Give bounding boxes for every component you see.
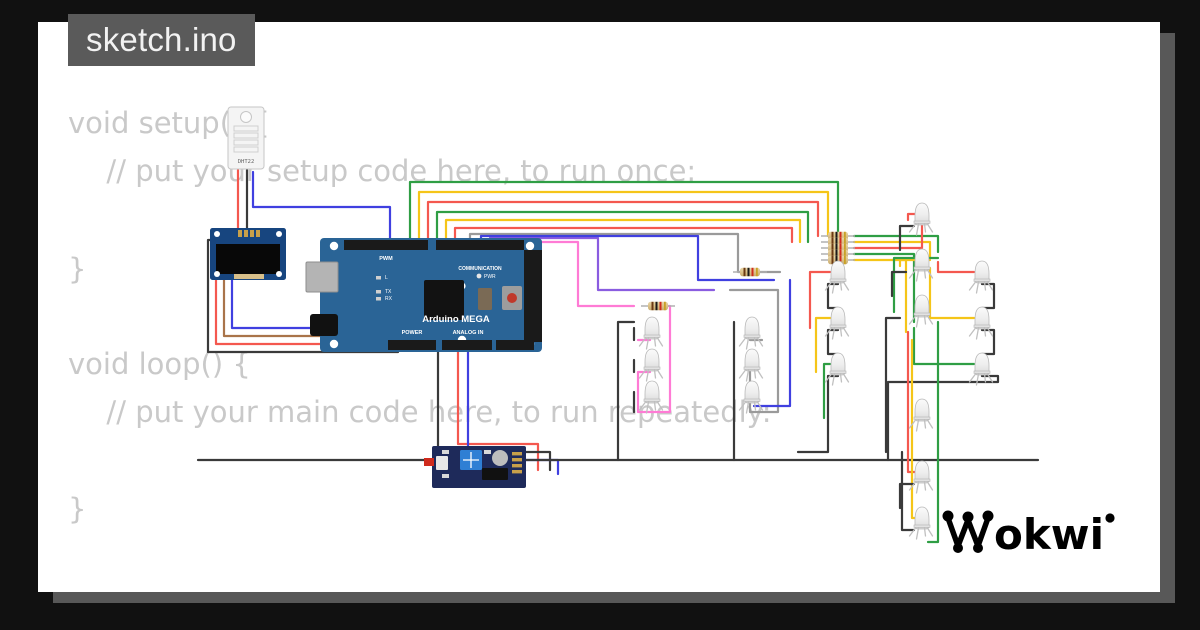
arduino-pwm-label: PWM [379,256,393,262]
arduino-mega-board[interactable]: Arduino MEGA PWM COMMUNICATION POWER ANA… [305,238,542,352]
led-traffic-left[interactable] [824,260,850,386]
dht22-sensor[interactable]: DHT22 [227,106,265,170]
dht22-label: DHT22 [238,159,255,165]
wokwi-logo-text: okwi [994,510,1104,559]
gas-sensor-module[interactable] [424,446,526,488]
diagram-canvas[interactable]: void setup() { // put your setup code he… [38,22,1160,592]
wokwi-logo: okwi [942,510,1115,559]
arduino-led-rx-label: RX [385,296,393,302]
editor-tab-sketch-ino[interactable]: sketch.ino [68,14,255,66]
led-traffic-right[interactable] [968,260,994,386]
arduino-led-tx-label: TX [385,289,392,295]
led-column-2[interactable] [738,316,764,414]
arduino-led-pwr-label: PWR [484,274,496,280]
circuit-diagram[interactable]: DHT22 [38,22,1160,592]
editor-tab-label: sketch.ino [86,21,237,58]
oled-display[interactable] [210,228,286,280]
arduino-board-title: Arduino MEGA [422,314,490,325]
resistor-bank-right[interactable] [820,231,856,266]
led-column-1[interactable] [638,316,664,414]
arduino-power-label: POWER [402,330,423,336]
arduino-analog-label: ANALOG IN [453,330,484,336]
arduino-communication-label: COMMUNICATION [458,266,502,272]
arduino-led-l-label: L [385,275,388,281]
